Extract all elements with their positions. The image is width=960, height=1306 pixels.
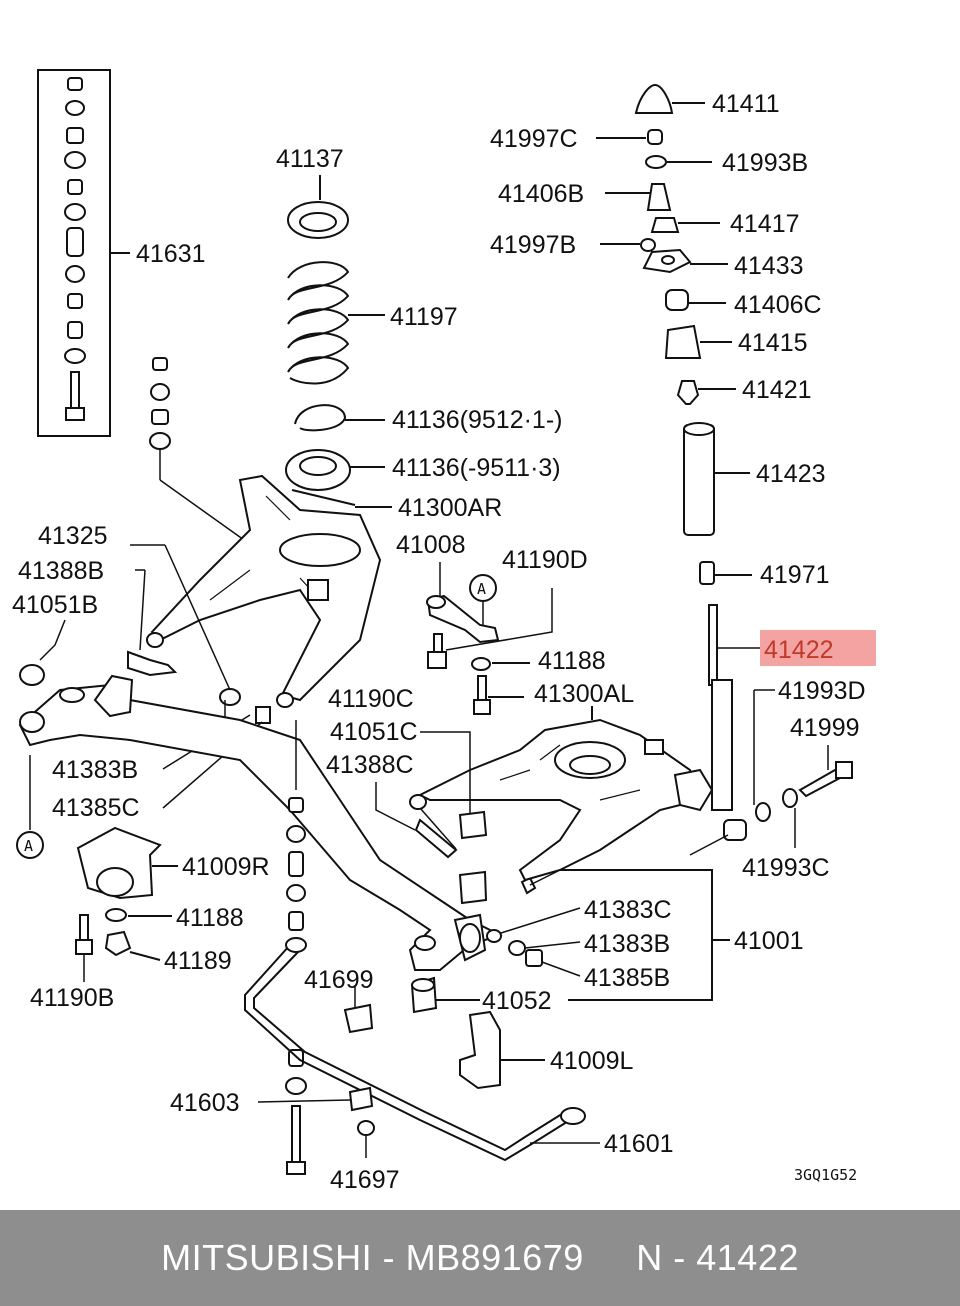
part-41631-stack [37,69,130,437]
label-41406C: 41406C [734,291,822,319]
label-41197: 41197 [390,303,458,331]
label-41051C: 41051C [330,718,418,746]
label-41411: 41411 [712,90,780,118]
label-41325: 41325 [38,522,108,550]
label-41422: 41422 [764,636,834,664]
label-41417: 41417 [730,210,800,238]
label-41697: 41697 [330,1166,400,1194]
label-41997B: 41997B [490,231,576,259]
label-41008: 41008 [396,531,466,559]
bushing-41052-bracket-41009L [410,976,545,1090]
label-41415: 41415 [738,329,808,357]
label-41388B: 41388B [18,557,104,585]
label-41052: 41052 [482,987,552,1015]
link-41008 [375,562,553,840]
label-41603: 41603 [170,1089,240,1117]
label-41009R: 41009R [182,853,270,881]
label-41190B: 41190B [30,984,114,1012]
label-41136b: 41136(-9511·3) [392,454,561,482]
callout-a-right-text: A [477,580,486,598]
callout-a-right: A [469,574,497,625]
label-41383B-left: 41383B [52,756,138,784]
parts-diagram: A A [12,69,876,1194]
label-41388C: 41388C [326,751,414,779]
label-41971: 41971 [760,561,830,589]
callout-a-left: A [16,831,44,859]
link-lines-left [19,544,271,809]
label-41406B: 41406B [498,180,584,208]
label-41383C: 41383C [584,896,672,924]
crossmember-41001 [18,674,503,971]
footer-bar: MITSUBISHI - MB891679 N - 41422 [0,1210,960,1306]
label-41001: 41001 [734,927,804,955]
label-41385B: 41385B [584,964,670,992]
label-41999: 41999 [790,714,860,742]
label-41993D: 41993D [778,677,866,705]
label-41385C: 41385C [52,794,140,822]
label-41383B-right: 41383B [584,930,670,958]
bushing-stack-left [149,357,301,581]
callout-a-left-text: A [24,837,33,855]
footer-part-info: MITSUBISHI - MB891679 N - 41422 [161,1237,799,1278]
label-41190D: 41190D [502,546,588,574]
label-41993B: 41993B [722,149,808,177]
diagram-code: 3GQ1G52 [794,1166,857,1184]
label-41009L: 41009L [550,1047,634,1075]
label-41699: 41699 [304,966,374,994]
label-41300AL: 41300AL [534,680,634,708]
label-41188-upper: 41188 [538,647,606,675]
label-41997C: 41997C [490,125,578,153]
label-41421: 41421 [742,376,812,404]
bracket-41009R [75,826,178,982]
label-41051B: 41051B [12,591,98,619]
shock-absorber-assembly [596,83,853,856]
coil-spring-assembly [285,175,385,491]
knuckle-41300AL [409,706,714,882]
label-41137: 41137 [276,145,344,173]
stabilizer-bar-41601 [244,937,600,1162]
label-41433: 41433 [734,252,804,280]
label-41993C: 41993C [742,854,830,882]
stabilizer-link-stack [285,720,307,1175]
bracket-41001-leader [486,869,730,1001]
label-41136a: 41136(9512·1-) [392,406,562,434]
label-41188-lower: 41188 [176,904,244,932]
highlight-box-41422 [760,630,876,666]
part-labels: 41411 41997C 41993B 41406B 41417 41997B … [12,90,866,1194]
knuckle-41300AR [146,474,392,708]
label-41423: 41423 [756,460,826,488]
label-41189: 41189 [164,947,232,975]
label-41300AR: 41300AR [398,494,502,522]
label-41601: 41601 [604,1130,674,1158]
label-41190C: 41190C [328,685,414,713]
label-41631: 41631 [136,240,206,268]
